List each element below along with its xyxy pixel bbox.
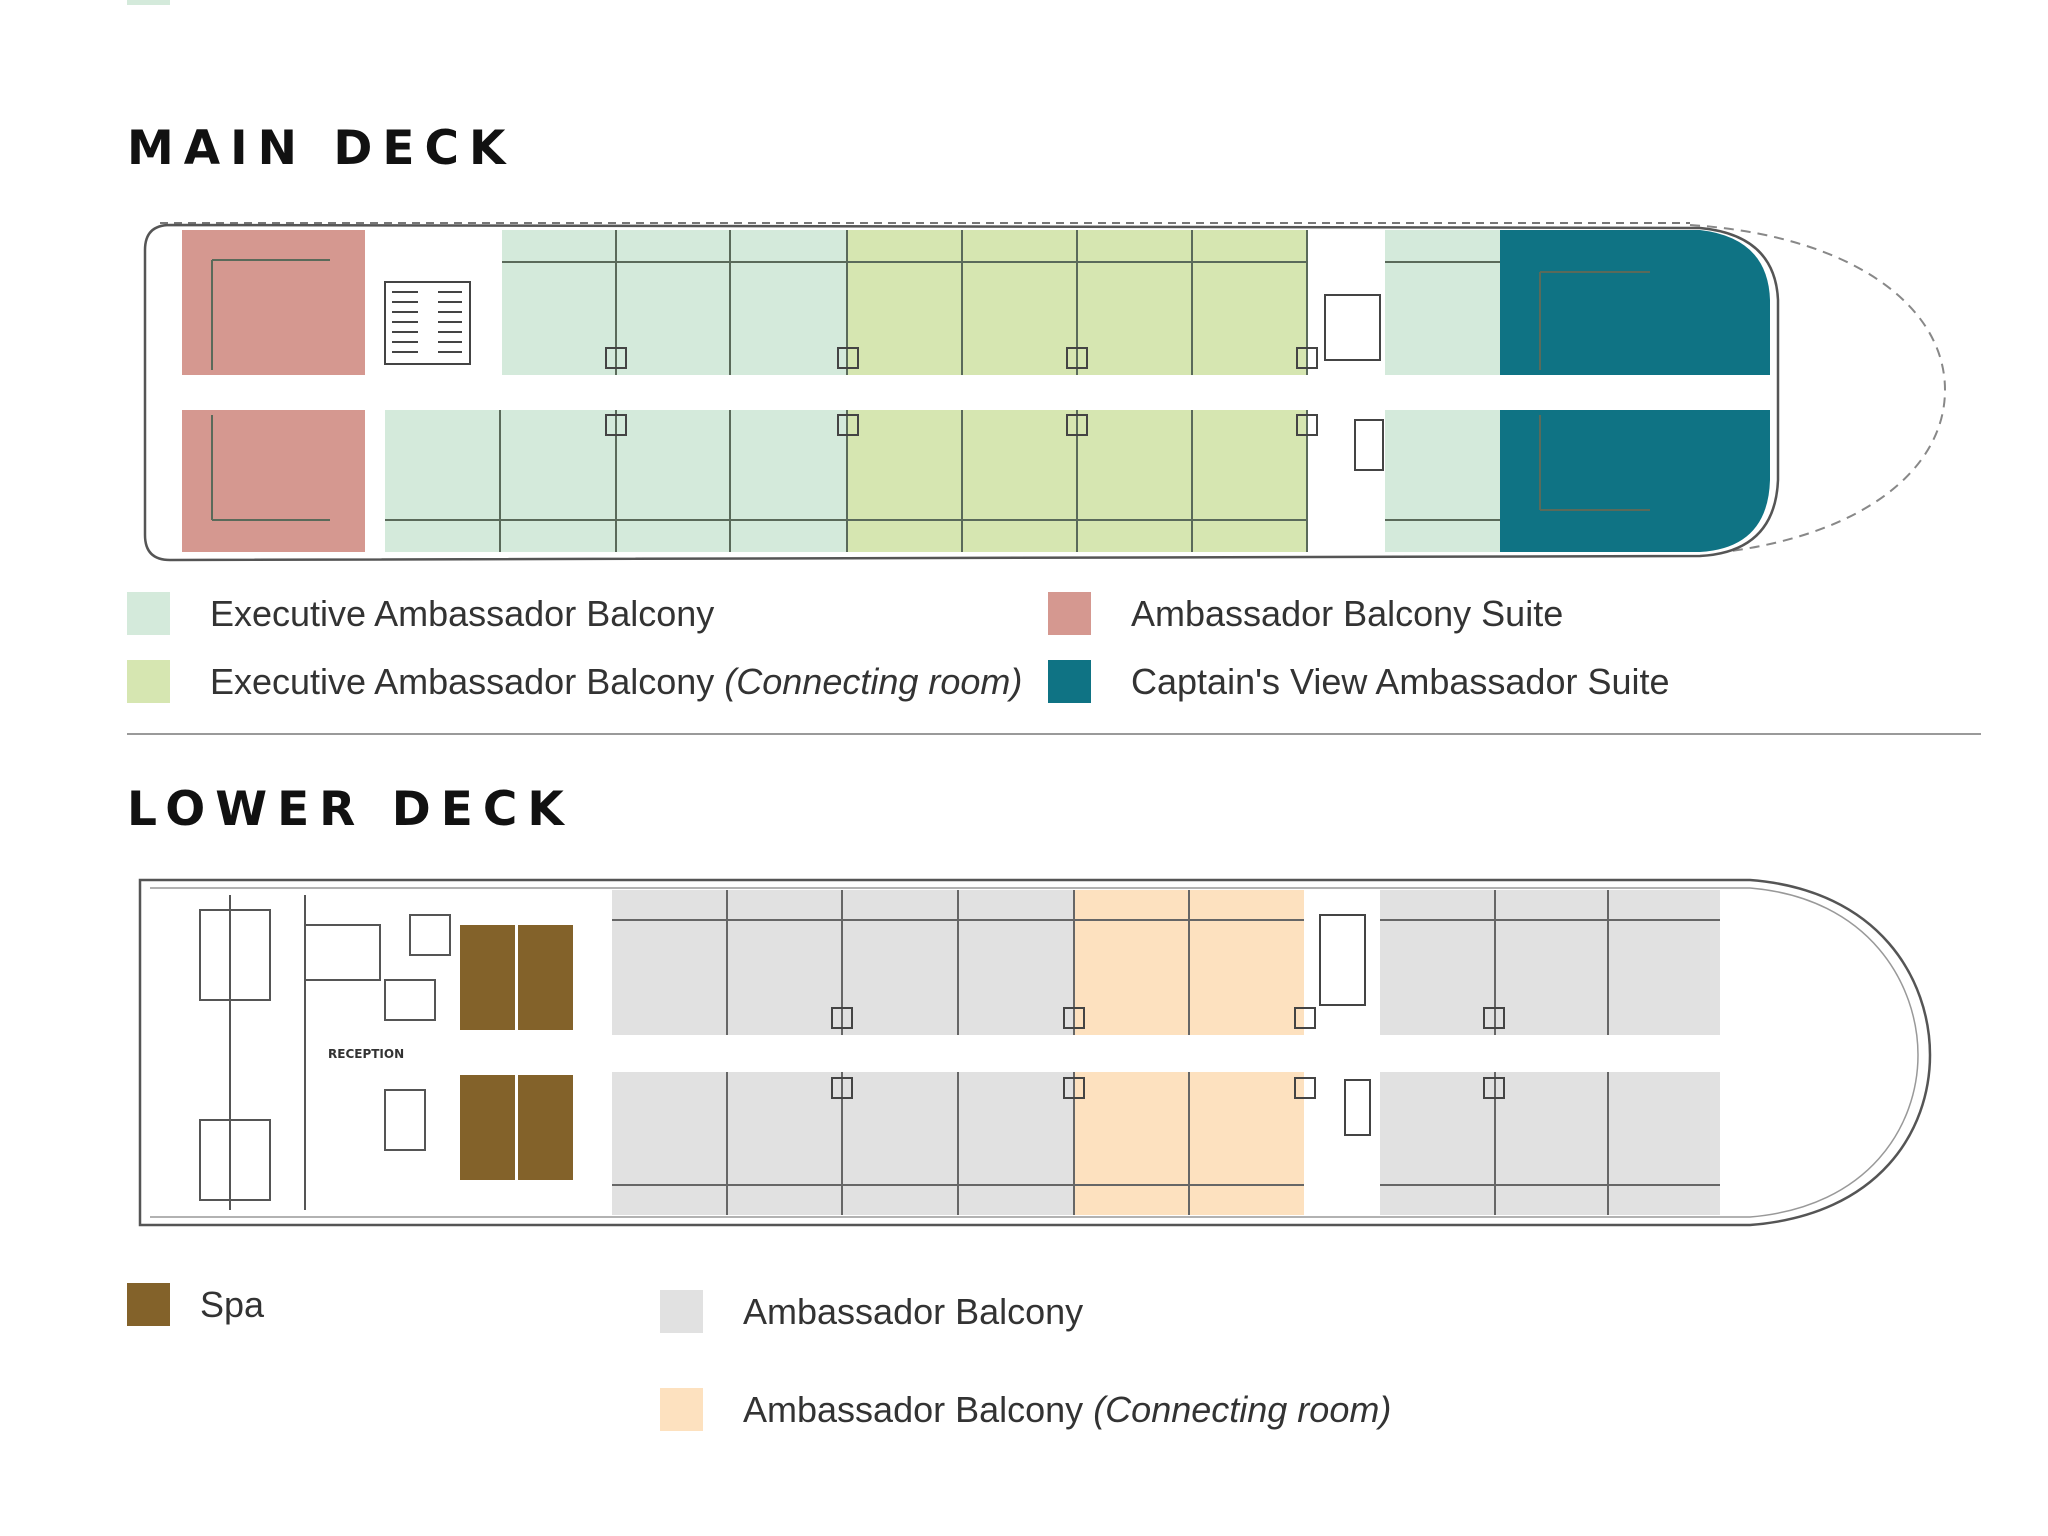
lower-deck-bath-markers: [831, 1007, 1505, 1099]
legend-label-captains-suite: Captain's View Ambassador Suite: [1131, 660, 1670, 702]
spa-top-2: [518, 925, 573, 1030]
exec-balcony-forward-bottom: [1385, 410, 1500, 552]
legend-exec-connecting: Executive Ambassador Balcony (Connecting…: [127, 660, 1022, 703]
swatch-gray-icon: [660, 1290, 703, 1333]
ambassador-balcony-bottom-2: [1380, 1072, 1720, 1215]
spa-bottom-2: [518, 1075, 573, 1180]
legend-label-ambassador-suite: Ambassador Balcony Suite: [1131, 592, 1564, 634]
lower-aft-service-area: [199, 895, 451, 1210]
ambassador-balcony-top-2: [1380, 890, 1720, 1035]
legend-label-ambassador-balcony: Ambassador Balcony: [743, 1290, 1084, 1332]
lower-deck-title: LOWER DECK: [127, 782, 574, 837]
legend-label-spa: Spa: [200, 1283, 265, 1325]
swatch-salmon-icon: [1048, 592, 1091, 635]
legend-exec-balcony: Executive Ambassador Balcony: [127, 592, 714, 635]
captains-suite-top: [1500, 230, 1770, 375]
legend-ambassador-suite: Ambassador Balcony Suite: [1048, 592, 1563, 635]
legend-ambassador-balcony: Ambassador Balcony: [660, 1290, 1083, 1333]
main-deck-bow-dashed-outline: [1689, 224, 1947, 556]
main-deck-bath-markers: [605, 347, 1318, 436]
swatch-teal-icon: [1048, 660, 1091, 703]
reception-text: RECEPTION: [328, 1047, 404, 1061]
legend-ambassador-connecting: Ambassador Balcony (Connecting room): [660, 1388, 1391, 1431]
spa-bottom-1: [460, 1075, 515, 1180]
legend-label-exec-balcony: Executive Ambassador Balcony: [210, 592, 715, 634]
legend-label-exec-connecting: Executive Ambassador Balcony (Connecting…: [210, 660, 1023, 702]
lower-mid-stair: [1319, 914, 1366, 1006]
main-deck-corridor: [182, 375, 1752, 410]
main-lift: [1354, 419, 1384, 471]
exec-balcony-forward-top: [1385, 230, 1500, 375]
swatch-brown-icon: [127, 1283, 170, 1326]
deck-divider: [127, 733, 1981, 735]
captains-suite-bottom: [1500, 410, 1770, 552]
legend-captains-suite: Captain's View Ambassador Suite: [1048, 660, 1670, 703]
spa-top-1: [460, 925, 515, 1030]
swatch-peach-icon: [660, 1388, 703, 1431]
lower-deck-inner-hull: [150, 887, 1919, 1218]
main-mid-stair: [1324, 294, 1381, 361]
lower-deck-corridor: [610, 1035, 1720, 1072]
swatch-lime-green-icon: [127, 660, 170, 703]
main-deck-room-walls: [211, 230, 1650, 552]
legend-spa: Spa: [127, 1283, 264, 1326]
main-deck-title: MAIN DECK: [127, 121, 516, 176]
exec-balcony-top-2: [730, 230, 847, 375]
swatch-pale-green-icon: [127, 592, 170, 635]
legend-label-ambassador-connecting: Ambassador Balcony (Connecting room): [743, 1388, 1392, 1430]
lower-lift: [1344, 1079, 1371, 1136]
top-clipped-swatch: [127, 0, 170, 5]
lower-deck-room-walls: [612, 890, 1720, 1215]
